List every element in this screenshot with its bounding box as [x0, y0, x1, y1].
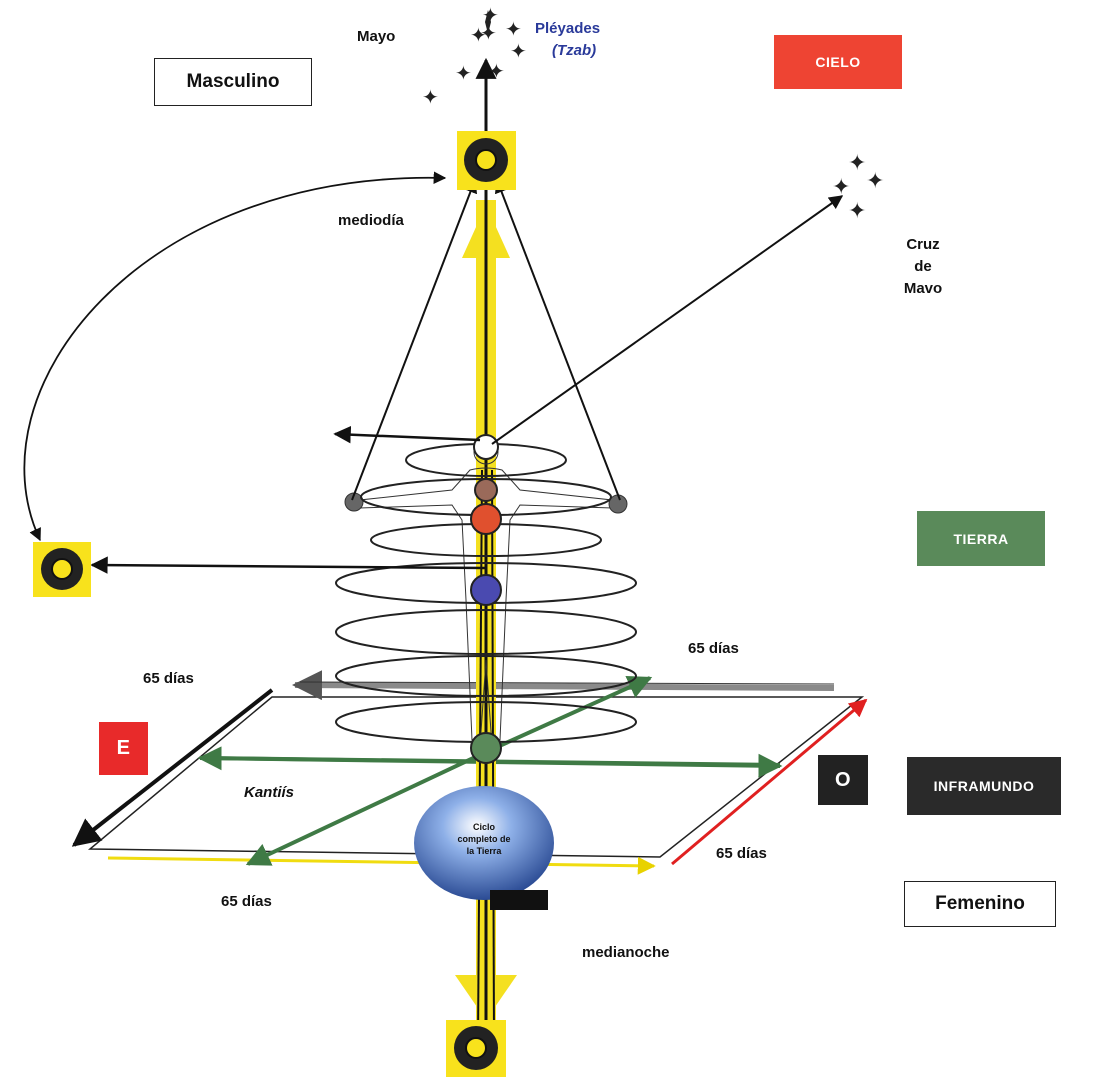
svg-text:✦: ✦	[488, 59, 505, 83]
pleyades-sub-label: (Tzab)	[552, 42, 597, 59]
mediodia-label: mediodía	[338, 212, 404, 229]
svg-text:✦: ✦	[832, 175, 850, 200]
green-diag-arrow-a	[245, 750, 487, 866]
left-sun-arrow	[90, 556, 487, 574]
cruz-stars: ✦ ✦ ✦ ✦	[832, 151, 884, 224]
svg-text:✦: ✦	[848, 151, 866, 176]
dias-left-label: 65 días	[143, 670, 194, 687]
green-diag-arrow-b	[485, 675, 653, 754]
femenino-box: Femenino	[904, 881, 1056, 927]
este-box: E	[99, 722, 148, 775]
earth-orb	[414, 786, 554, 900]
head-left-arrow	[333, 425, 481, 444]
svg-text:✦: ✦	[848, 199, 866, 224]
ground-plane	[87, 696, 865, 858]
medianoche-label: medianoche	[582, 944, 670, 961]
chakra-circle-icon	[470, 434, 502, 764]
sun-icon-bottom	[446, 1020, 506, 1077]
cruz-arrow	[491, 195, 844, 445]
gray-top-arrow	[292, 670, 835, 701]
mayo-label: Mayo	[357, 28, 396, 45]
dias-right-label: 65 días	[688, 640, 739, 657]
svg-text:✦: ✦	[866, 169, 884, 194]
svg-text:✦: ✦	[505, 17, 522, 41]
cruz-label-2: de	[914, 258, 932, 275]
svg-text:✦: ✦	[470, 23, 487, 47]
pleyades-stars: ✦ ✦ ✦ ✦ ✦ ✦ ✦	[422, 3, 527, 109]
svg-text:✦: ✦	[480, 21, 497, 45]
svg-text:✦: ✦	[482, 3, 499, 27]
masculino-box: Masculino	[154, 58, 312, 106]
left-diagonal-arrow	[71, 688, 274, 847]
svg-text:✦: ✦	[510, 39, 527, 63]
oeste-box: O	[818, 755, 868, 805]
pleyades-label: Pléyades	[535, 20, 601, 37]
orb-text-1: Ciclo	[472, 822, 495, 832]
orb-tail	[490, 890, 548, 910]
red-diagonal-arrow	[671, 698, 868, 866]
orb-text-3: la Tierra	[466, 846, 502, 856]
svg-text:✦: ✦	[455, 61, 472, 85]
gray-top-arrow-edge	[299, 681, 835, 685]
kantiis-label: Kantiís	[244, 784, 295, 801]
curved-arrow	[23, 171, 447, 542]
sun-icon-top	[457, 131, 516, 190]
cielo-box: CIELO	[774, 35, 902, 89]
star-icon: ✦	[480, 10, 497, 45]
cruz-label-3: Mavo	[903, 280, 943, 297]
sun-icon-left	[33, 542, 91, 597]
svg-text:✦: ✦	[422, 85, 439, 109]
tierra-box: TIERRA	[917, 511, 1045, 566]
sun-arm-line-right	[494, 178, 621, 501]
inframundo-box: INFRAMUNDO	[907, 757, 1061, 815]
yellow-bottom-arrow	[107, 856, 656, 875]
dias-bottom-left-label: 65 días	[221, 893, 272, 910]
orb-text-2: completo de	[457, 834, 511, 844]
dias-bottom-right-label: 65 días	[716, 845, 767, 862]
cruz-label-1: Cruz	[906, 236, 940, 253]
